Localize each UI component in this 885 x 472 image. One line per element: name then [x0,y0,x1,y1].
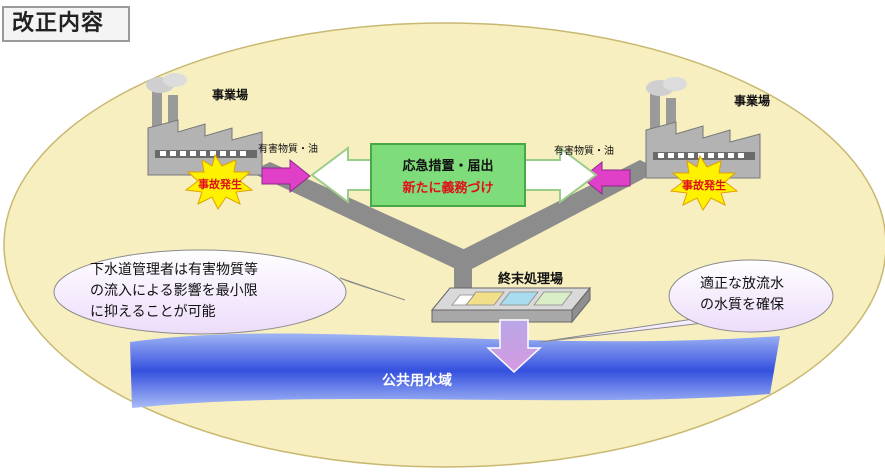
left-callout-line: 下水道管理者は有害物質等 [90,262,258,278]
accident-burst-left-icon [184,153,254,210]
obligation-line2: 新たに義務づけ [402,181,494,196]
left-callout-line: の流入による影響を最小限 [90,283,258,299]
left-callout-line: に抑えることが可能 [90,304,216,320]
left-callout-text: 下水道管理者は有害物質等 の流入による影響を最小限 に抑えることが可能 [90,260,258,323]
page-title: 改正内容 [2,6,130,42]
water-area-label: 公共用水域 [382,373,452,389]
water-area-shape [130,333,780,408]
factory-right-label: 事業場 [734,94,771,108]
factory-right-icon [645,77,761,179]
factory-left-substance: 有害物質・油 [258,144,318,155]
treatment-plant-label: 終末処理場 [498,272,564,287]
right-callout-line: の水質を確保 [700,297,784,313]
accident-burst-right-icon [669,154,739,211]
left-callout-bubble [53,249,406,335]
discharge-arrow-right-icon [581,160,631,196]
factory-left-label: 事業場 [212,88,249,102]
right-callout-bubble [539,259,834,343]
obligation-box: 応急措置・届出 新たに義務づけ [370,143,526,207]
factory-right-substance: 有害物質・油 [554,146,614,157]
discharge-arrow-left-icon [261,158,311,194]
treatment-plant-icon [430,286,592,324]
obligation-line1: 応急措置・届出 [402,159,494,174]
factory-left-accident: 事故発生 [198,178,242,191]
right-callout-line: 適正な放流水 [700,276,784,292]
right-callout-text: 適正な放流水 の水質を確保 [700,274,784,316]
factory-right-accident: 事故発生 [682,179,726,192]
outflow-arrow-icon [486,319,542,374]
